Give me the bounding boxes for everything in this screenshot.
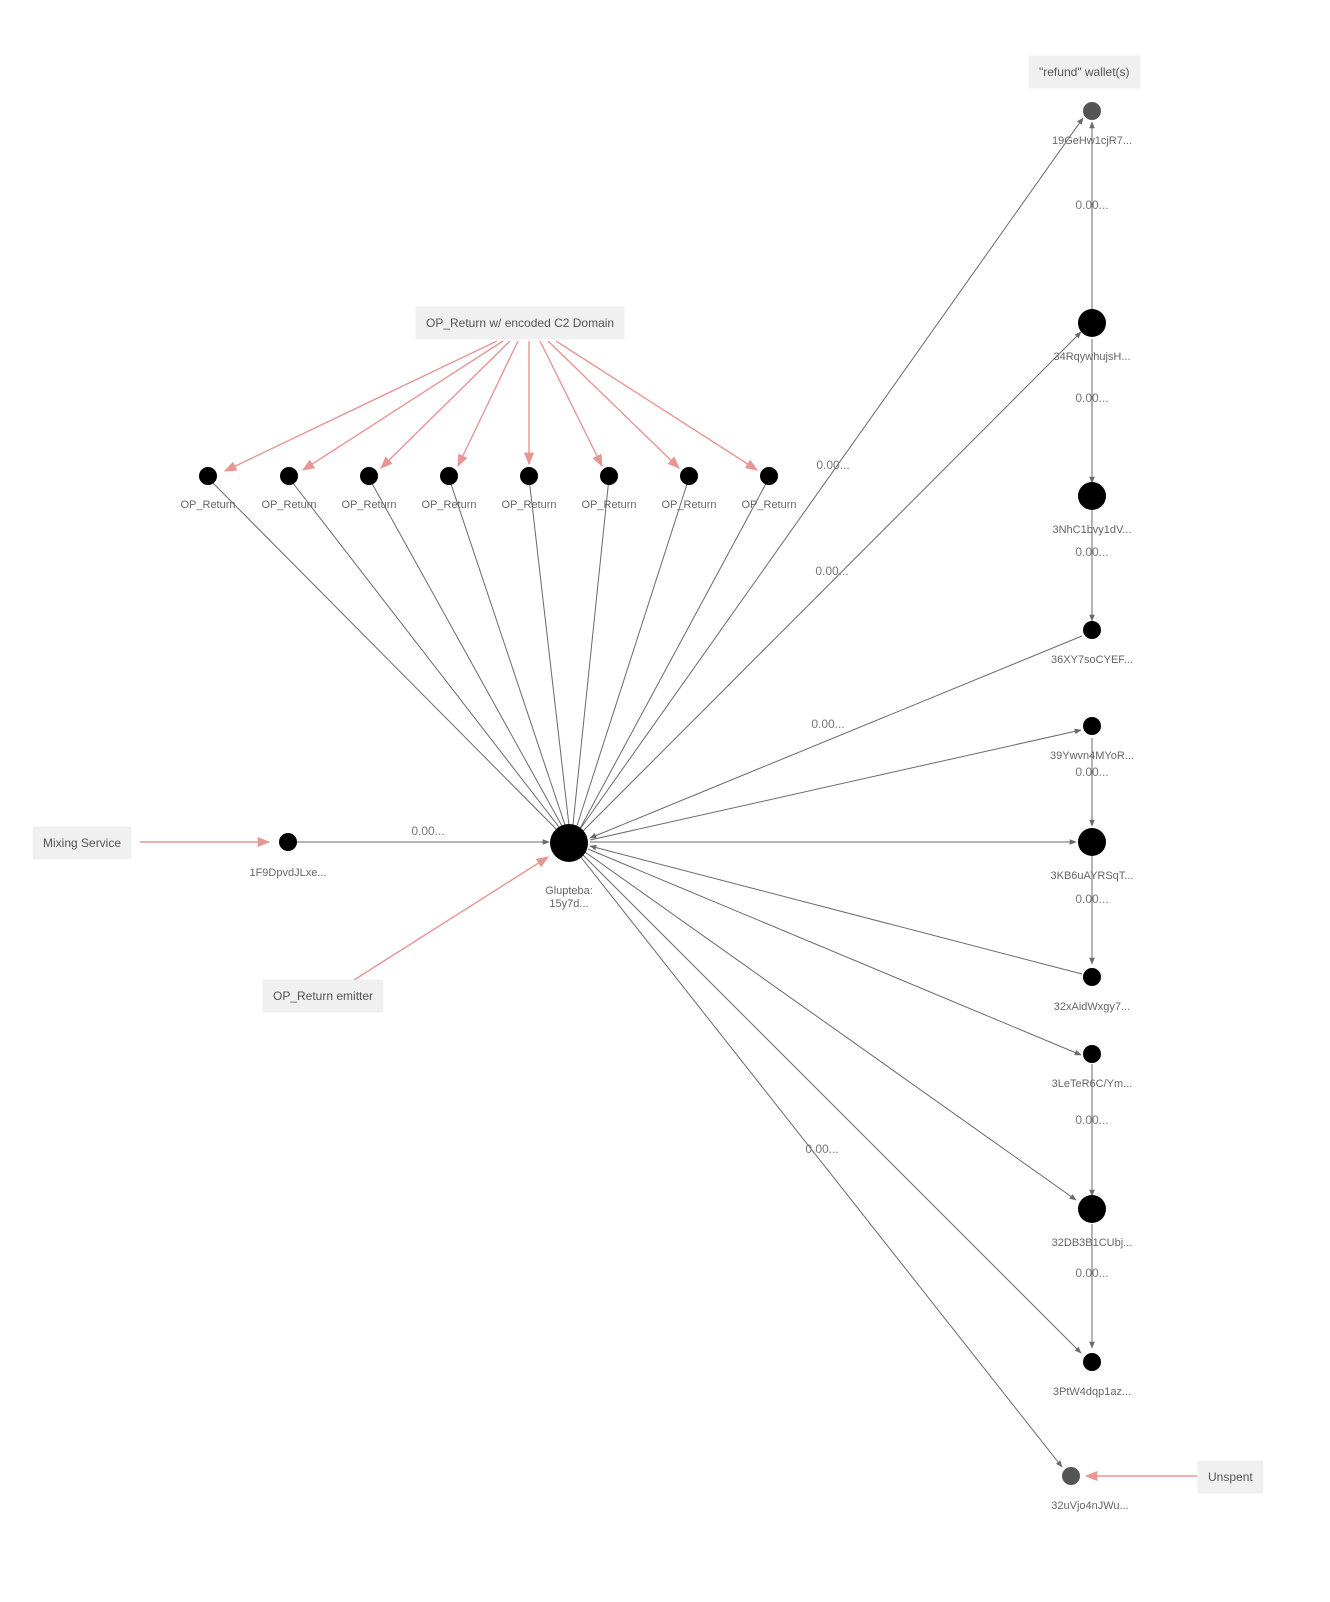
unspent-callout: Unspent [1198, 1461, 1263, 1493]
right-label-2: 34RqywhujsH... [1053, 351, 1130, 363]
node-right-4[interactable] [1083, 621, 1101, 639]
node-right-2[interactable] [1078, 309, 1106, 337]
node-op-return-4[interactable] [440, 467, 458, 485]
edge-label-chain-6: 0.00... [1075, 1113, 1108, 1127]
edge-opreturn-8 [575, 477, 770, 837]
edge-label-4: 0.00... [805, 1142, 838, 1156]
edge-right-4-hub [589, 635, 1083, 839]
edge-opreturn-7 [573, 477, 690, 836]
pink-arrow-7 [547, 340, 680, 469]
right-label-4: 36XY7soCYEF... [1051, 654, 1133, 666]
pink-arrow-3 [380, 340, 511, 469]
node-glupteba-hub[interactable] [550, 824, 588, 862]
annotation-arrows [140, 340, 1197, 1482]
gray-edges [207, 117, 1095, 1468]
op-return-emitter-callout: OP_Return emitter [263, 980, 384, 1012]
edge-opreturn-4 [448, 477, 569, 835]
pink-arrow-1 [223, 340, 498, 472]
refund-wallets-callout: "refund" wallet(s) [1029, 56, 1140, 88]
edge-opreturn-6 [569, 477, 610, 835]
edge-hub-right-5 [589, 728, 1082, 841]
op-return-label-7: OP_Return [661, 499, 716, 511]
op-return-label-5: OP_Return [501, 499, 556, 511]
op-return-label-6: OP_Return [581, 499, 636, 511]
edge-label-chain-5: 0.00... [1075, 892, 1108, 906]
edge-label-chain-1: 0.00... [1075, 198, 1108, 212]
op-return-domain-callout: OP_Return w/ encoded C2 Domain [416, 307, 625, 339]
edge-hub-right-2 [579, 331, 1082, 835]
pink-arrow-4 [457, 340, 519, 468]
node-op-return-6[interactable] [600, 467, 618, 485]
right-label-6: 3KB6uAYRSqT... [1051, 870, 1134, 882]
edge-label-chain-3: 0.00... [1075, 545, 1108, 559]
node-mixer-wallet[interactable] [279, 833, 297, 851]
pink-arrow-8 [555, 340, 759, 471]
edge-opreturn-1 [207, 477, 566, 839]
node-op-return-2[interactable] [280, 467, 298, 485]
pink-arrow-emitter [353, 856, 550, 981]
edge-opreturn-3 [368, 477, 568, 836]
edge-hub-right-10 [581, 853, 1082, 1354]
node-labels: OP_Return OP_Return OP_Return OP_Return … [180, 135, 1134, 1512]
edge-label-chain-7: 0.00... [1075, 1266, 1108, 1280]
edge-label-mixer: 0.00... [411, 824, 444, 838]
node-op-return-8[interactable] [760, 467, 778, 485]
hub-label-line-2: 15y7d... [549, 898, 588, 910]
hub-label-line-1: Glupteba: [545, 885, 593, 897]
mixer-wallet-label: 1F9DpvdJLxe... [249, 867, 326, 879]
node-right-10[interactable] [1083, 1353, 1101, 1371]
node-op-return-1[interactable] [199, 467, 217, 485]
right-label-3: 3NhC1bvy1dV... [1052, 524, 1131, 536]
edge-opreturn-5 [528, 477, 573, 835]
right-label-9: 32DB3B1CUbj... [1052, 1237, 1133, 1249]
op-return-label-2: OP_Return [261, 499, 316, 511]
mixing-service-callout: Mixing Service [33, 827, 132, 859]
node-unspent-wallet[interactable] [1062, 1467, 1080, 1485]
node-op-return-7[interactable] [680, 467, 698, 485]
edge-hub-unspent [579, 855, 1063, 1468]
wallet-nodes [199, 102, 1106, 1485]
edge-hub-right-8 [587, 848, 1082, 1056]
edge-label-chain-2: 0.00... [1075, 391, 1108, 405]
node-op-return-3[interactable] [360, 467, 378, 485]
edge-label-2: 0.00... [815, 564, 848, 578]
edge-label-3: 0.00... [811, 717, 844, 731]
right-label-7: 32xAidWxgy7... [1054, 1001, 1130, 1013]
edge-hub-right-9 [584, 851, 1077, 1201]
right-label-1: 19GeHw1cjR7... [1052, 135, 1132, 147]
op-return-label-1: OP_Return [180, 499, 235, 511]
edge-label-1: 0.00... [816, 458, 849, 472]
node-op-return-5[interactable] [520, 467, 538, 485]
right-label-11: 32uVjo4nJWu... [1051, 1500, 1128, 1512]
edge-opreturn-2 [288, 477, 567, 837]
pink-arrow-6 [539, 340, 603, 468]
node-refund-wallet[interactable] [1083, 102, 1101, 120]
edge-labels: 0.00... 0.00... 0.00... 0.00... 0.00... … [411, 198, 1108, 1280]
right-label-10: 3PtW4dqp1az... [1053, 1386, 1131, 1398]
node-right-7[interactable] [1083, 968, 1101, 986]
right-label-5: 39Ywvn4MYoR... [1050, 750, 1134, 762]
edge-hub-right-1 [577, 117, 1084, 833]
node-right-6[interactable] [1078, 828, 1106, 856]
node-right-8[interactable] [1083, 1045, 1101, 1063]
right-label-8: 3LeTeR6C/Ym... [1052, 1078, 1133, 1090]
pink-arrow-2 [301, 340, 504, 471]
node-right-5[interactable] [1083, 717, 1101, 735]
node-right-9[interactable] [1078, 1195, 1106, 1223]
op-return-label-4: OP_Return [421, 499, 476, 511]
op-return-label-8: OP_Return [741, 499, 796, 511]
edge-right-7-hub [589, 844, 1083, 975]
edge-label-chain-4: 0.00... [1075, 765, 1108, 779]
node-right-3[interactable] [1078, 482, 1106, 510]
op-return-label-3: OP_Return [341, 499, 396, 511]
